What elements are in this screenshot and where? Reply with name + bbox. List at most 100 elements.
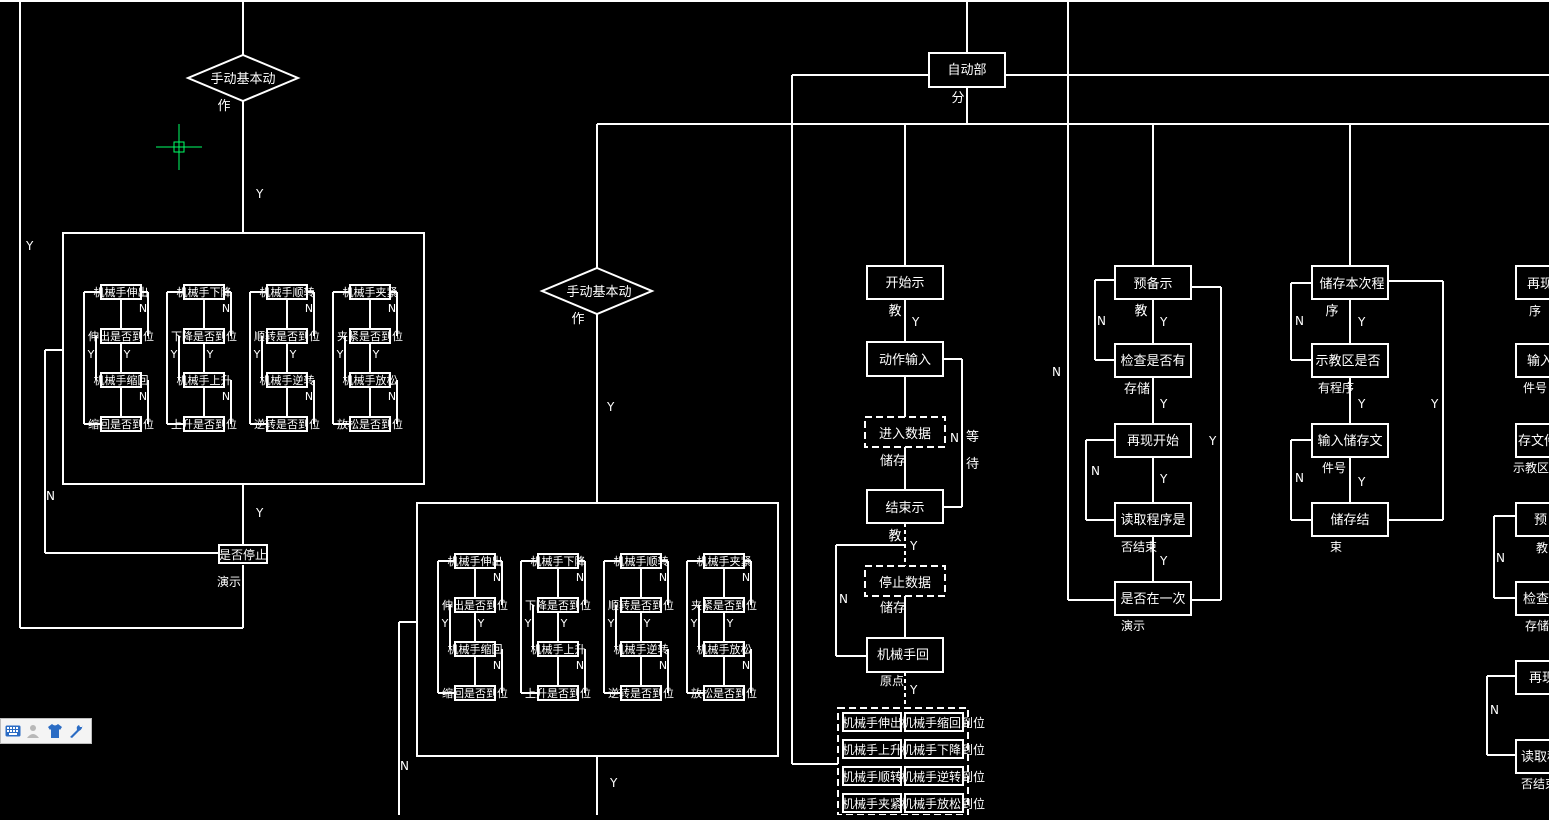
- svg-text:N: N: [139, 302, 147, 315]
- svg-text:N: N: [1295, 471, 1304, 485]
- svg-text:存储: 存储: [1124, 382, 1150, 397]
- svg-text:N: N: [305, 390, 313, 403]
- svg-text:Y: Y: [255, 506, 264, 520]
- svg-text:Y: Y: [909, 539, 918, 553]
- svg-text:N: N: [1091, 464, 1100, 478]
- svg-text:演示: 演示: [217, 574, 241, 589]
- svg-text:N: N: [400, 759, 409, 773]
- svg-text:序: 序: [1529, 303, 1541, 318]
- svg-text:N: N: [388, 390, 396, 403]
- home-check-item: [904, 739, 964, 759]
- keyboard-icon[interactable]: [4, 723, 21, 740]
- svg-text:教: 教: [888, 303, 901, 319]
- svg-text:放松是否到位: 放松是否到位: [337, 417, 403, 431]
- svg-text:Y: Y: [372, 348, 380, 361]
- svg-text:自动部: 自动部: [947, 63, 986, 78]
- svg-text:N: N: [388, 302, 396, 315]
- shirt-icon[interactable]: [46, 723, 63, 740]
- svg-text:Y: Y: [726, 617, 734, 630]
- svg-text:再现: 再现: [1529, 671, 1549, 686]
- svg-text:N: N: [1496, 551, 1505, 565]
- svg-text:上升是否到位: 上升是否到位: [525, 686, 591, 700]
- svg-text:进入数据: 进入数据: [879, 427, 931, 442]
- svg-text:Y: Y: [255, 187, 264, 201]
- svg-text:Y: Y: [25, 239, 34, 253]
- svg-text:再现: 再现: [1527, 277, 1549, 292]
- crosshair-cursor: [156, 124, 202, 170]
- svg-text:机械手顺转: 机械手顺转: [260, 285, 315, 299]
- svg-text:Y: Y: [643, 617, 651, 630]
- svg-text:Y: Y: [1159, 554, 1168, 568]
- svg-text:束: 束: [1330, 540, 1342, 554]
- svg-text:Y: Y: [1357, 475, 1366, 489]
- svg-text:Y: Y: [477, 617, 485, 630]
- svg-text:机械手夹紧: 机械手夹紧: [343, 285, 398, 299]
- svg-text:N: N: [742, 571, 750, 584]
- svg-text:机械手逆转到位: 机械手逆转到位: [901, 769, 985, 784]
- svg-text:Y: Y: [524, 617, 532, 630]
- svg-text:作: 作: [217, 99, 230, 114]
- svg-text:示教区是否: 示教区是否: [1315, 353, 1380, 369]
- home-check-item: [842, 739, 902, 759]
- svg-text:机械手顺转: 机械手顺转: [842, 769, 902, 784]
- svg-text:储存结: 储存结: [1330, 513, 1369, 528]
- svg-text:Y: Y: [1208, 434, 1217, 448]
- svg-text:读取程序是: 读取程序是: [1120, 513, 1185, 528]
- svg-text:逆转是否到位: 逆转是否到位: [608, 686, 674, 700]
- svg-text:Y: Y: [123, 348, 131, 361]
- svg-text:N: N: [1052, 365, 1061, 379]
- svg-text:伸出是否到位: 伸出是否到位: [442, 598, 508, 612]
- svg-text:Y: Y: [560, 617, 568, 630]
- wrench-icon[interactable]: [67, 723, 84, 740]
- svg-text:读取程: 读取程: [1521, 750, 1549, 765]
- svg-text:储存: 储存: [880, 454, 906, 469]
- svg-text:机械手上升: 机械手上升: [842, 742, 902, 757]
- svg-text:N: N: [576, 571, 584, 584]
- svg-text:件号: 件号: [1322, 461, 1346, 475]
- svg-text:放松是否到位: 放松是否到位: [691, 686, 757, 700]
- svg-text:N: N: [659, 571, 667, 584]
- svg-text:机械手上升: 机械手上升: [531, 642, 586, 656]
- svg-text:预: 预: [1534, 513, 1547, 528]
- status-toolbar: [0, 718, 92, 744]
- svg-text:是否停止: 是否停止: [219, 547, 267, 562]
- svg-text:是否在一次: 是否在一次: [1120, 591, 1185, 607]
- svg-text:顺转是否到位: 顺转是否到位: [254, 329, 320, 343]
- action-box: [100, 416, 142, 432]
- svg-text:待: 待: [966, 457, 979, 472]
- user-icon[interactable]: [25, 723, 42, 740]
- svg-text:演示: 演示: [1121, 618, 1145, 633]
- home-check-item: [904, 766, 964, 786]
- svg-text:N: N: [493, 571, 501, 584]
- svg-text:机械手放松到位: 机械手放松到位: [901, 796, 985, 811]
- svg-text:Y: Y: [206, 348, 214, 361]
- svg-text:伸出是否到位: 伸出是否到位: [88, 329, 154, 343]
- svg-text:机械手伸出: 机械手伸出: [94, 285, 149, 299]
- svg-text:Y: Y: [690, 617, 698, 630]
- svg-text:机械手夹紧: 机械手夹紧: [842, 796, 902, 811]
- svg-text:Y: Y: [87, 348, 95, 361]
- svg-text:Y: Y: [289, 348, 297, 361]
- svg-text:手动基本动: 手动基本动: [566, 285, 631, 300]
- svg-text:分: 分: [951, 91, 964, 106]
- home-check-list: 机械手伸出机械手缩回到位机械手上升机械手下降到位机械手顺转机械手逆转到位机械手夹…: [842, 712, 985, 813]
- action-box: [183, 416, 225, 432]
- svg-text:Y: Y: [253, 348, 261, 361]
- svg-text:储存本次程: 储存本次程: [1319, 276, 1384, 292]
- svg-text:夹紧是否到位: 夹紧是否到位: [691, 598, 757, 612]
- svg-text:N: N: [839, 592, 848, 606]
- svg-text:Y: Y: [170, 348, 178, 361]
- svg-text:存文件: 存文件: [1518, 434, 1549, 449]
- action-box: [537, 685, 579, 701]
- svg-text:机械手缩回: 机械手缩回: [94, 373, 149, 387]
- svg-text:N: N: [742, 659, 750, 672]
- svg-text:Y: Y: [1430, 397, 1439, 411]
- home-check-item: [842, 766, 902, 786]
- svg-text:N: N: [1295, 314, 1304, 328]
- svg-text:N: N: [139, 390, 147, 403]
- svg-text:Y: Y: [336, 348, 344, 361]
- svg-text:下降是否到位: 下降是否到位: [525, 598, 591, 612]
- svg-text:N: N: [46, 489, 55, 503]
- action-box: [703, 685, 745, 701]
